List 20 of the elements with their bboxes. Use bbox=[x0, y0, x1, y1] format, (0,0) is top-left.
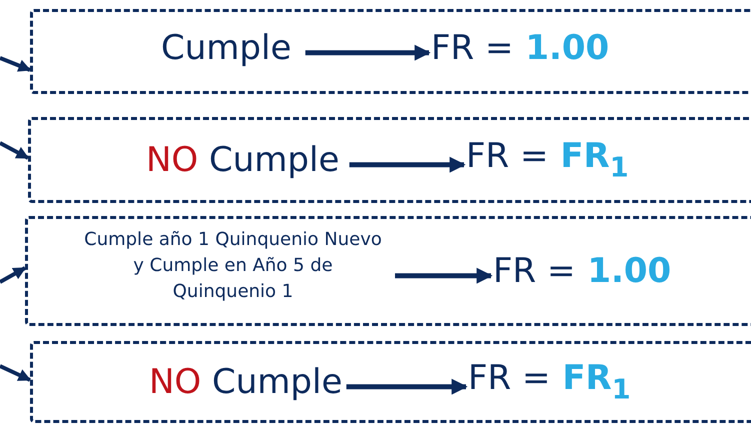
dashed-box bbox=[28, 117, 751, 203]
condition-text: NO Cumple bbox=[149, 364, 342, 402]
result-text: FR = 1.00 bbox=[431, 30, 610, 68]
arrow bbox=[346, 378, 468, 395]
arrow bbox=[0, 266, 26, 284]
condition-text: Cumple bbox=[161, 30, 292, 68]
arrow bbox=[395, 268, 493, 284]
result-text: FR = 1.00 bbox=[493, 253, 672, 290]
arrow bbox=[349, 156, 466, 173]
result-text: FR = FR$_{1}$ bbox=[466, 138, 629, 184]
dashed-box bbox=[25, 216, 751, 326]
condition-text: Cumple año 1 Quinquenio Nuevo y Cumple en Año 5 de Quinquenio 1 bbox=[83, 227, 383, 306]
dashed-box bbox=[30, 9, 751, 94]
result-text: FR = FR$_{1}$ bbox=[468, 360, 631, 406]
arrow bbox=[0, 364, 32, 382]
arrow bbox=[305, 44, 431, 61]
dashed-box bbox=[30, 341, 751, 423]
arrow bbox=[0, 141, 30, 160]
arrow bbox=[0, 56, 32, 72]
condition-text: NO Cumple bbox=[146, 142, 340, 180]
